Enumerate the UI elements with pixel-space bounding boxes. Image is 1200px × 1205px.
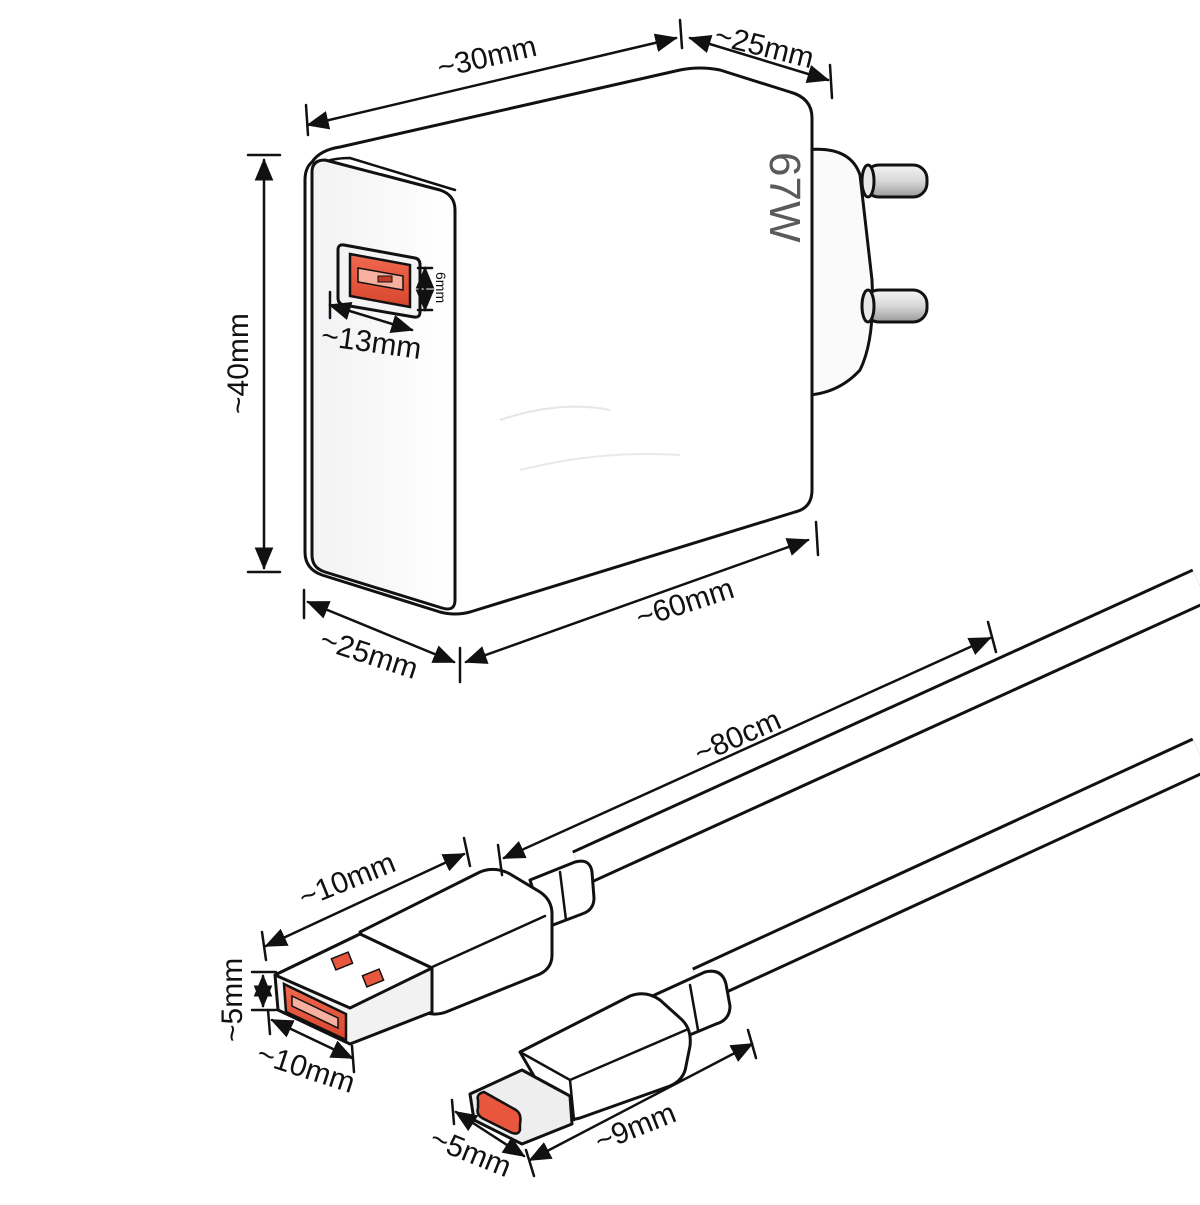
plug-pin-top xyxy=(860,163,929,199)
charger-depth-top-label: ~30mm xyxy=(434,30,540,85)
plug-length-label: ~25mm xyxy=(711,19,817,75)
usb-a-length-label: ~10mm xyxy=(294,846,400,914)
charger-width-bottom-label: ~25mm xyxy=(316,623,422,686)
eu-plug xyxy=(803,147,929,397)
usb-c-connector xyxy=(468,969,732,1146)
power-rating-label: 67W xyxy=(760,152,809,243)
body-texture xyxy=(499,405,611,421)
body-texture xyxy=(519,453,681,471)
charger-front-face xyxy=(310,158,457,611)
plug-pin-bottom xyxy=(860,288,929,324)
charger: 67W 6mm ~13mm xyxy=(303,66,929,616)
charger-length-bottom-label: ~60mm xyxy=(632,572,738,635)
usb-a-height-label: ~5mm xyxy=(216,958,249,1042)
usb-a-width-label: ~10mm xyxy=(253,1037,359,1100)
charger-usb-a-port xyxy=(336,243,422,319)
usb-port-height-label: 6mm xyxy=(433,272,449,303)
charger-height-label: ~40mm xyxy=(222,313,255,414)
